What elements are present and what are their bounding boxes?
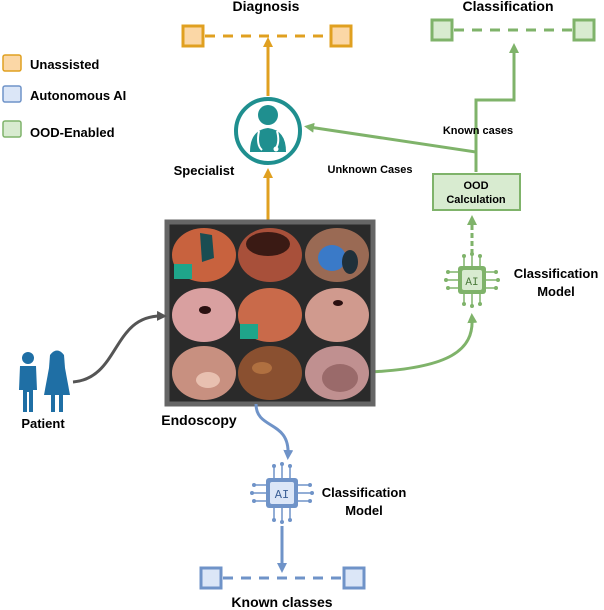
ai-chip-text-bottom: AI (275, 488, 289, 502)
ood-label-line2: Calculation (446, 194, 506, 206)
classification-box-left (430, 18, 454, 42)
legend-swatch-autonomous (2, 85, 22, 103)
ood-to-classification-arrow (474, 43, 519, 172)
endoscopy-tile-4 (172, 288, 236, 342)
ai-chip-icon-right: AI (444, 252, 500, 308)
patient-to-endoscopy-arrow (72, 310, 167, 384)
unknown-cases-label: Unknown Cases (328, 164, 413, 176)
endoscopy-to-model-green-arrow (369, 313, 478, 374)
legend: Unassisted Autonomous AI OOD-Enabled (2, 54, 126, 140)
classification-model-bottom-line1: Classification (322, 485, 407, 500)
known-classes-title: Known classes (231, 594, 332, 610)
legend-swatch-ood (2, 120, 22, 138)
known-cases-label: Known cases (443, 125, 513, 137)
legend-label-ood: OOD-Enabled (30, 125, 115, 140)
ai-chip-text-right: AI (465, 277, 478, 289)
diagnosis-box-left (181, 24, 205, 48)
endoscopy-label: Endoscopy (161, 412, 237, 428)
diagnosis-box-right (329, 24, 353, 48)
legend-label-unassisted: Unassisted (30, 57, 99, 72)
endoscopy-to-model-blue-arrow (254, 403, 294, 460)
classification-title: Classification (462, 0, 553, 14)
known-classes-box-right (342, 566, 366, 590)
ood-label-line1: OOD (463, 180, 488, 192)
specialist-icon (234, 97, 302, 165)
specialist-label: Specialist (174, 163, 235, 178)
classification-model-bottom-line2: Model (345, 503, 383, 518)
classification-model-right-line2: Model (537, 284, 575, 299)
endoscopy-tile-6 (305, 288, 369, 342)
classification-model-right-line1: Classification (514, 266, 599, 281)
endoscopy-tile-8 (238, 346, 302, 400)
patient-icon (19, 350, 70, 412)
classification-box-right (572, 18, 596, 42)
legend-swatch-unassisted (2, 54, 22, 72)
ood-calculation-box (432, 173, 521, 211)
patient-label: Patient (21, 416, 65, 431)
diagnosis-title: Diagnosis (233, 0, 300, 14)
legend-label-autonomous: Autonomous AI (30, 88, 126, 103)
endoscopy-image-grid (164, 219, 376, 407)
ai-chip-icon-bottom: AI (250, 462, 314, 524)
known-classes-box-left (199, 566, 223, 590)
